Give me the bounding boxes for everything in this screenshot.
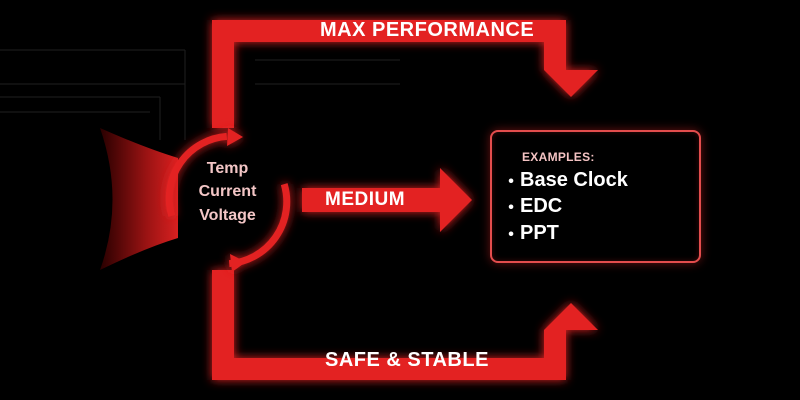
safe-stable-arrow: [212, 270, 598, 380]
hub-arrowhead-top: [227, 128, 243, 146]
safe-stable-label: SAFE & STABLE: [325, 349, 489, 371]
example-item-label: PPT: [520, 222, 559, 244]
bullet-icon: •: [508, 199, 514, 216]
hub-label-temp: Temp: [206, 160, 249, 177]
examples-heading: EXAMPLES:: [522, 150, 595, 164]
medium-arrow: [302, 168, 472, 232]
hub-arrowhead-bottom: [230, 254, 246, 272]
max-performance-label: MAX PERFORMANCE: [320, 19, 535, 41]
example-item: • PPT: [502, 222, 559, 245]
bullet-icon: •: [508, 226, 514, 243]
examples-box: EXAMPLES: • Base Clock • EDC • PPT: [490, 130, 701, 263]
example-item: • Base Clock: [502, 169, 628, 192]
medium-label: MEDIUM: [325, 189, 406, 210]
example-item-label: EDC: [520, 195, 563, 217]
max-performance-arrow: [212, 20, 598, 128]
example-item-label: Base Clock: [520, 169, 628, 191]
input-funnel: [100, 128, 178, 270]
hub-label-current: Current: [198, 183, 257, 200]
hub-label-voltage: Voltage: [199, 207, 256, 224]
bullet-icon: •: [508, 173, 514, 190]
example-item: • EDC: [502, 195, 562, 218]
background-guides: [0, 49, 400, 140]
hub-cycle: [165, 128, 291, 272]
